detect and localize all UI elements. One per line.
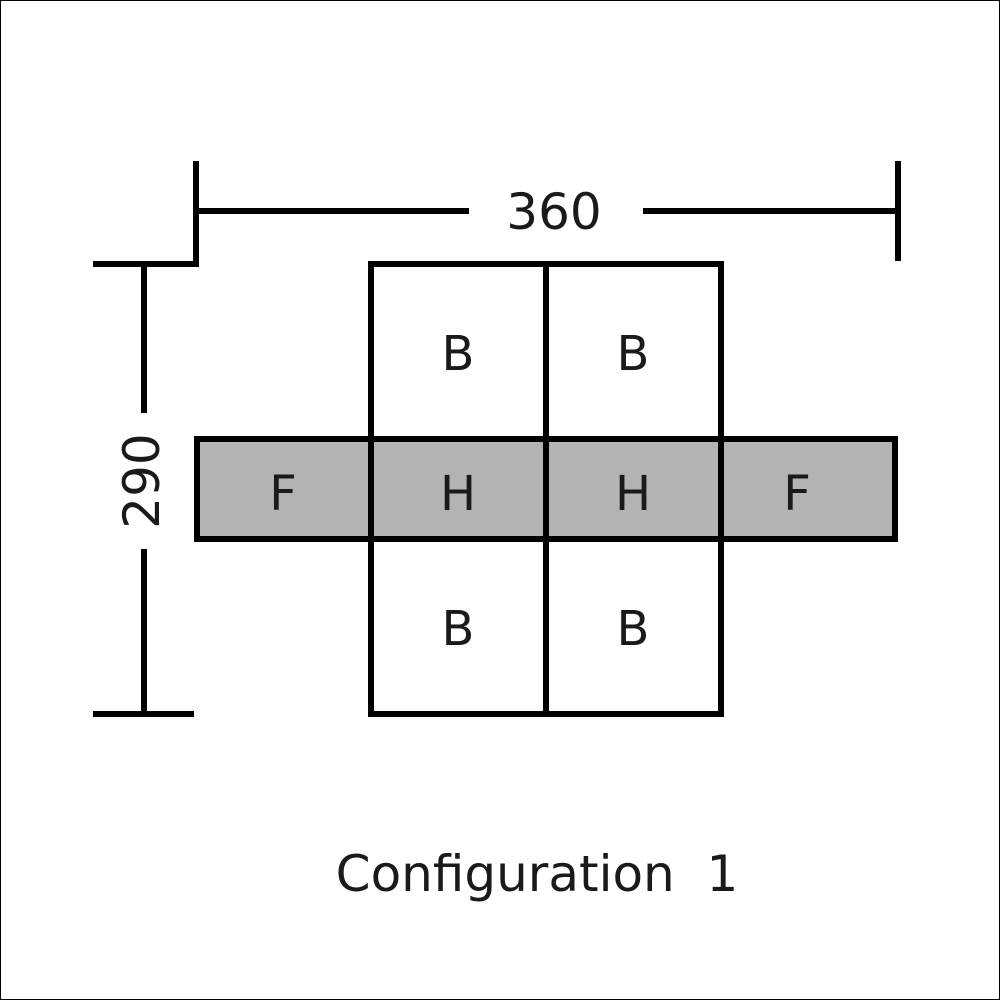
cell-bottom-right [543, 536, 724, 717]
cell-label: B [442, 326, 475, 382]
cell-label: B [617, 326, 650, 382]
cell-label: F [783, 466, 811, 522]
cell-bottom-left [368, 536, 549, 717]
width-dimension-label: 360 [506, 183, 601, 241]
caption: Configuration 1 [336, 845, 739, 903]
cell-top-left [368, 261, 549, 442]
cell-label: F [269, 466, 297, 522]
cell-label: H [615, 466, 651, 522]
cell-middle-4 [718, 436, 898, 542]
cell-label: B [617, 601, 650, 657]
height-dimension-label: 290 [113, 433, 171, 528]
cell-label: H [440, 466, 476, 522]
cell-label: B [442, 601, 475, 657]
